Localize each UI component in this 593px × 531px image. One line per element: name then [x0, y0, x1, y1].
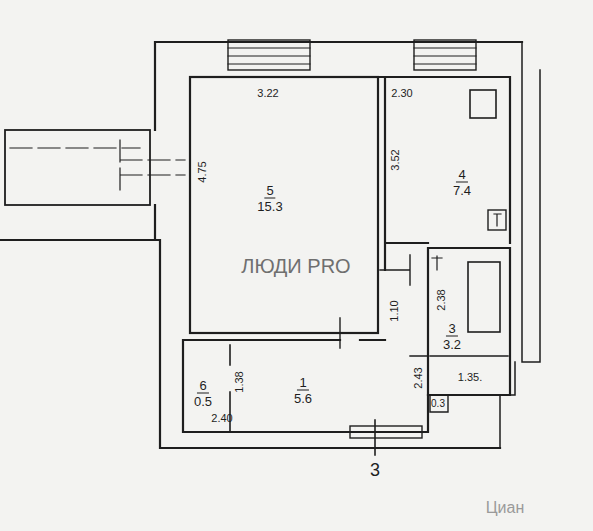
dimension: 2.40 [211, 412, 232, 424]
room-number: 4 [456, 167, 467, 183]
dimension: 4.75 [196, 161, 208, 182]
room: 515.3 [190, 77, 378, 333]
dimension: 1.38 [233, 371, 245, 392]
dimension: 3.52 [389, 149, 401, 170]
room-label: 47.4 [451, 167, 473, 198]
dimension: 1.10 [388, 300, 400, 321]
room: 47.4 [385, 77, 510, 243]
room-label: 33.2 [441, 321, 463, 352]
room-area: 5.6 [292, 391, 314, 406]
dimension: 0.3 [431, 398, 445, 410]
watermark: 3 [370, 460, 380, 480]
watermark: Циан [486, 499, 525, 517]
room-area: 3.2 [441, 337, 463, 352]
dimension: 2.43 [412, 367, 424, 388]
watermark: ЛЮДИ PRO [241, 255, 350, 277]
room-number: 3 [446, 321, 457, 337]
dimension: 2.38 [435, 289, 447, 310]
room-label: 15.6 [292, 375, 314, 406]
dimension: 2.30 [391, 87, 412, 99]
room-label: 515.3 [255, 183, 284, 214]
room-label: 60.5 [192, 378, 214, 409]
room-area: 0.5 [192, 394, 214, 409]
dimension: 1.35. [458, 371, 482, 383]
room-number: 1 [297, 375, 308, 391]
room-area: 15.3 [255, 199, 284, 214]
room-number: 5 [264, 183, 275, 199]
room-number: 6 [197, 378, 208, 394]
room-area: 7.4 [451, 183, 473, 198]
room: 15.6 [230, 340, 428, 432]
dimension: 3.22 [257, 87, 278, 99]
